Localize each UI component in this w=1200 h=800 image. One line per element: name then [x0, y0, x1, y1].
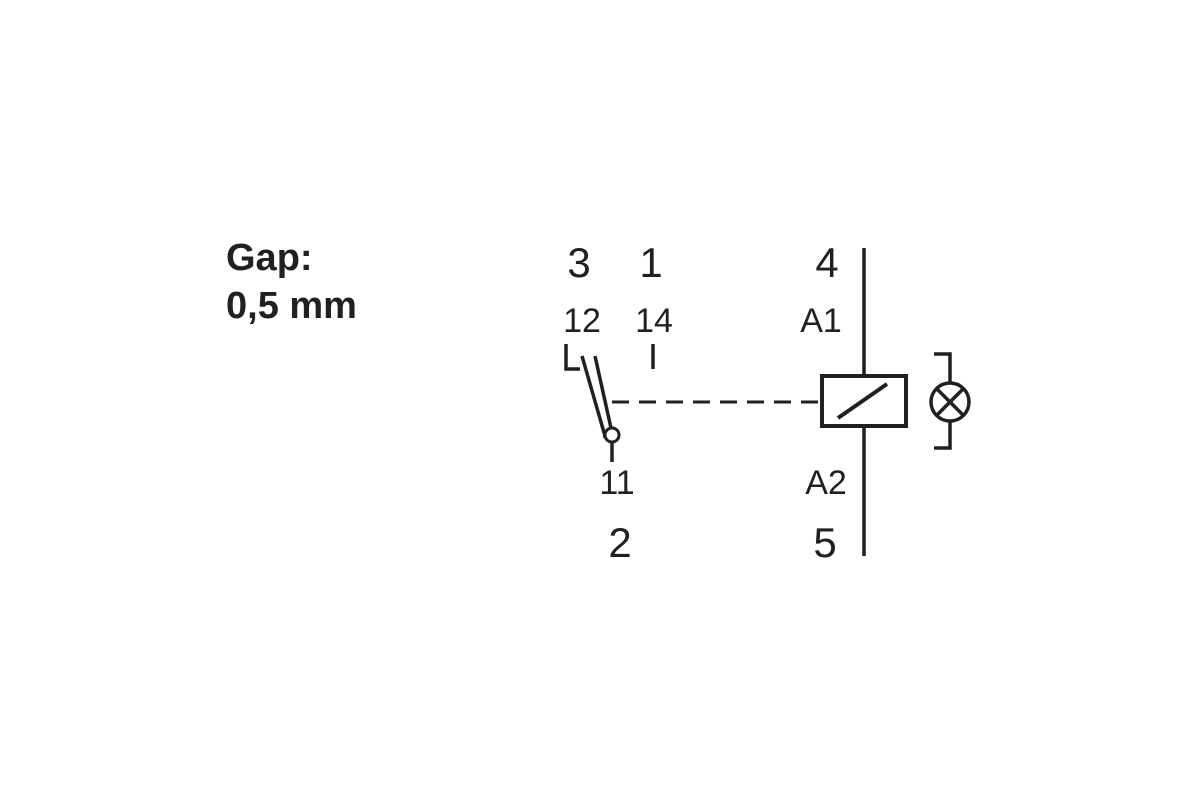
coil-diagonal: [836, 382, 889, 420]
pin-label-3: 3: [567, 239, 590, 286]
terminal-label-a1: A1: [800, 302, 842, 340]
contact-arm-left: [580, 355, 607, 437]
relay-coil-icon: [820, 374, 908, 428]
pin-label-4: 4: [815, 239, 838, 286]
pin-label-1: 1: [639, 239, 662, 286]
terminal-label-14: 14: [635, 302, 673, 340]
lamp-cross-b: [935, 387, 965, 417]
nc-contact-bracket: [564, 344, 580, 371]
contact-arm-right: [593, 355, 613, 429]
gap-value: 0,5 mm: [226, 285, 357, 327]
terminal-label-11: 11: [599, 464, 634, 502]
pin-label-2: 2: [608, 519, 631, 566]
gap-label: Gap:: [226, 237, 313, 279]
terminal-label-12: 12: [563, 302, 601, 340]
gap-note: Gap: 0,5 mm: [226, 234, 357, 330]
pivot-circle-icon: [603, 426, 621, 444]
terminal-label-a2: A2: [805, 464, 847, 502]
pin-label-5: 5: [813, 519, 836, 566]
